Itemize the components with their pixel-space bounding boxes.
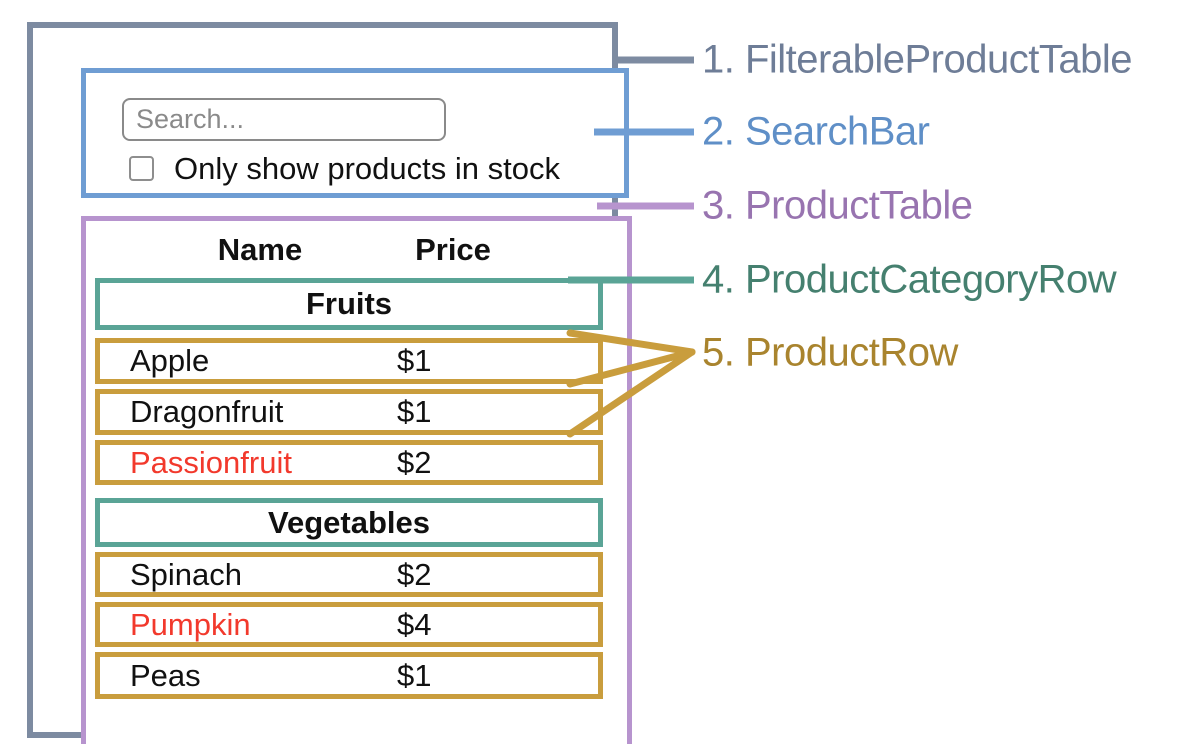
category-label: Vegetables bbox=[268, 504, 430, 540]
product-price: $1 bbox=[397, 343, 432, 378]
legend-search-bar: 2. SearchBar bbox=[702, 109, 930, 154]
product-price: $2 bbox=[397, 556, 432, 592]
product-name: Peas bbox=[130, 657, 201, 693]
product-name: Apple bbox=[130, 343, 210, 378]
legend-product-row: 5. ProductRow bbox=[702, 330, 958, 375]
product-row-peas: Peas $1 bbox=[95, 652, 603, 699]
product-category-row-fruits: Fruits bbox=[95, 278, 603, 330]
product-name: Spinach bbox=[130, 556, 243, 592]
in-stock-checkbox-label: Only show products in stock bbox=[174, 151, 560, 186]
product-category-row-vegetables: Vegetables bbox=[95, 498, 603, 547]
product-name: Dragonfruit bbox=[130, 394, 284, 429]
filterable-product-table-box: Only show products in stock Name Price F… bbox=[27, 22, 632, 744]
legend-product-table: 3. ProductTable bbox=[702, 183, 973, 228]
category-label: Fruits bbox=[305, 286, 393, 321]
column-header-name: Name bbox=[217, 232, 303, 267]
product-name: Pumpkin bbox=[130, 606, 251, 642]
product-row-spinach: Spinach $2 bbox=[95, 552, 603, 597]
legend-product-category-row: 4. ProductCategoryRow bbox=[702, 257, 1117, 302]
product-row-pumpkin: Pumpkin $4 bbox=[95, 602, 603, 647]
legend-filterable-product-table: 1. FilterableProductTable bbox=[702, 37, 1132, 82]
product-price: $1 bbox=[397, 394, 432, 429]
product-row-passionfruit: Passionfruit $2 bbox=[95, 440, 603, 485]
product-price: $1 bbox=[397, 657, 432, 693]
product-price: $4 bbox=[397, 606, 432, 642]
search-input[interactable] bbox=[122, 98, 446, 141]
in-stock-checkbox[interactable] bbox=[129, 156, 154, 181]
column-header-price: Price bbox=[415, 232, 491, 267]
product-price: $2 bbox=[397, 444, 432, 480]
product-name: Passionfruit bbox=[130, 444, 292, 480]
product-row-dragonfruit: Dragonfruit $1 bbox=[95, 389, 603, 435]
product-row-apple: Apple $1 bbox=[95, 338, 603, 384]
